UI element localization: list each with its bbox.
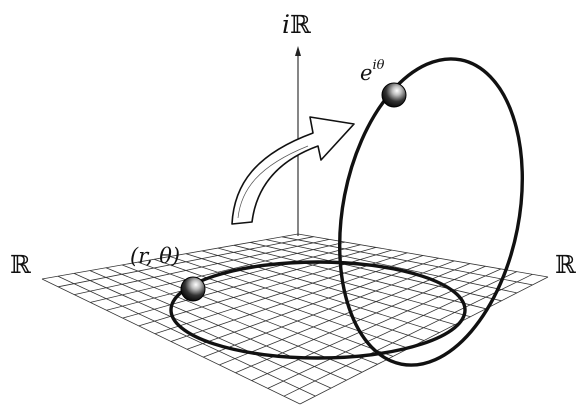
arrow-hatch xyxy=(237,145,309,219)
real-axis-label-right: ℝ xyxy=(555,250,576,279)
grid-line xyxy=(283,273,533,397)
imaginary-axis-label: iℝ xyxy=(282,10,311,39)
polar-point-ball-icon xyxy=(180,276,206,302)
grid-line xyxy=(73,273,332,389)
grid-line xyxy=(137,261,394,357)
exp-point-label: eiθ xyxy=(360,58,385,85)
grid-line xyxy=(105,267,363,373)
vertical-orbit xyxy=(337,57,525,367)
grid-line xyxy=(186,257,439,350)
polar-point-label: (r, θ) xyxy=(130,244,180,268)
grid-line xyxy=(169,256,425,341)
imaginary-unit: i xyxy=(282,10,290,39)
exp-power: iθ xyxy=(372,58,384,73)
grid-line xyxy=(41,278,301,405)
grid-line xyxy=(57,275,316,397)
grid-line xyxy=(153,258,409,349)
imaginary-real-symbol: ℝ xyxy=(290,10,311,39)
grid-line xyxy=(251,268,502,381)
curved-transform-arrow-icon xyxy=(231,116,355,225)
horizontal-orbit xyxy=(169,260,467,360)
perspective-grid-plane xyxy=(41,233,549,405)
grid-line xyxy=(299,276,549,405)
grid-line xyxy=(121,264,378,365)
grid-line xyxy=(267,271,517,389)
grid-line xyxy=(219,263,471,366)
real-axis-label-left: ℝ xyxy=(10,250,31,279)
exp-base: e xyxy=(360,61,372,85)
grid-line xyxy=(89,270,347,381)
exp-point-ball-icon xyxy=(381,82,407,108)
grid-line xyxy=(203,260,455,358)
